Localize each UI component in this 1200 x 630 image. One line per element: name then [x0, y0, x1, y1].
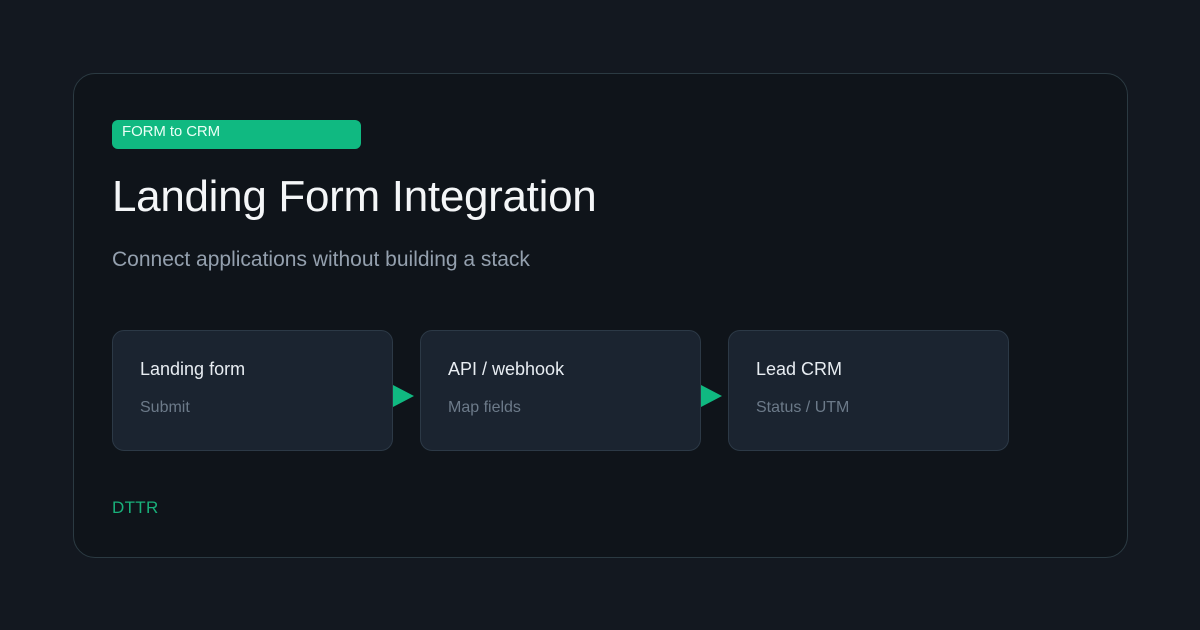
- step-name: Landing form: [140, 359, 246, 379]
- flow-arrow-icon: [393, 385, 414, 407]
- flow-step-lead-crm: Lead CRM Status / UTM: [728, 330, 1009, 451]
- step-name: Lead CRM: [756, 359, 843, 379]
- step-name: API / webhook: [448, 359, 565, 379]
- page-subtitle: Connect applications without building a …: [112, 248, 530, 271]
- brand-footer: DTTR: [112, 498, 159, 517]
- flow-step-landing-form: Landing form Submit: [112, 330, 393, 451]
- step-detail: Submit: [140, 399, 190, 416]
- page-title: Landing Form Integration: [112, 172, 597, 221]
- step-detail: Status / UTM: [756, 399, 850, 416]
- category-badge: FORM to CRM: [112, 120, 361, 149]
- flow-arrow-icon: [701, 385, 722, 407]
- integration-card: FORM to CRM Landing Form Integration Con…: [73, 73, 1128, 558]
- step-detail: Map fields: [448, 399, 521, 416]
- flow-step-api-webhook: API / webhook Map fields: [420, 330, 701, 451]
